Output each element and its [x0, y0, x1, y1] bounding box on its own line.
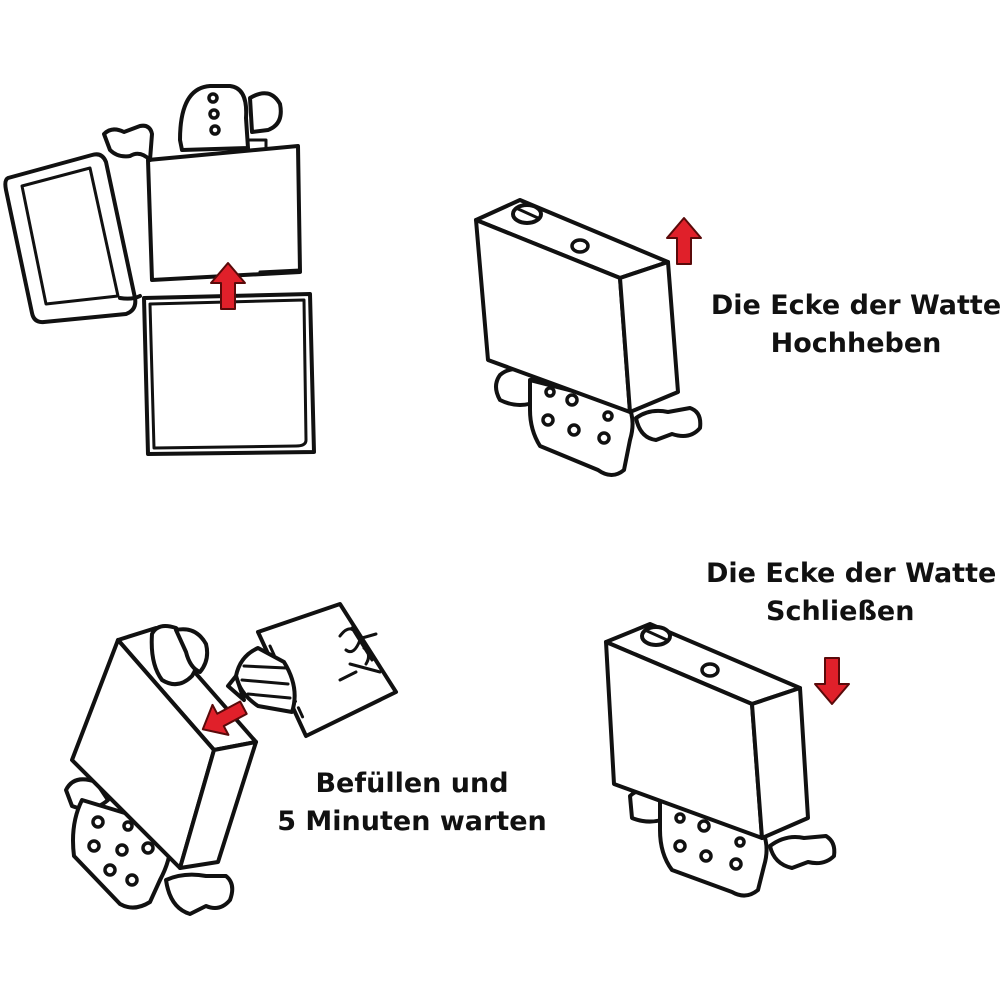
caption-line: Befüllen und [315, 768, 509, 799]
lighter-insert-icon [64, 624, 258, 916]
caption-line: Hochheben [770, 328, 942, 359]
arrow-down-icon [814, 657, 850, 705]
lighter-insert-icon [102, 84, 302, 282]
lighter-insert-icon [604, 622, 837, 898]
caption-line: Schließen [766, 596, 915, 627]
caption-line: Die Ecke der Watte [706, 558, 997, 589]
arrow-up-icon [666, 217, 702, 265]
step-caption-close: Die Ecke der Watte Schließen [706, 555, 1000, 631]
caption-line: Die Ecke der Watte [710, 290, 1000, 321]
step-caption-lift: Die Ecke der Watte Hochheben [706, 287, 1000, 363]
caption-line: 5 Minuten warten [277, 806, 547, 837]
lighter-insert-icon [474, 198, 703, 477]
step-caption-fill: Befüllen und 5 Minuten warten [262, 765, 562, 841]
lighter-open-icon [3, 152, 316, 456]
fuel-can-icon [226, 602, 398, 738]
